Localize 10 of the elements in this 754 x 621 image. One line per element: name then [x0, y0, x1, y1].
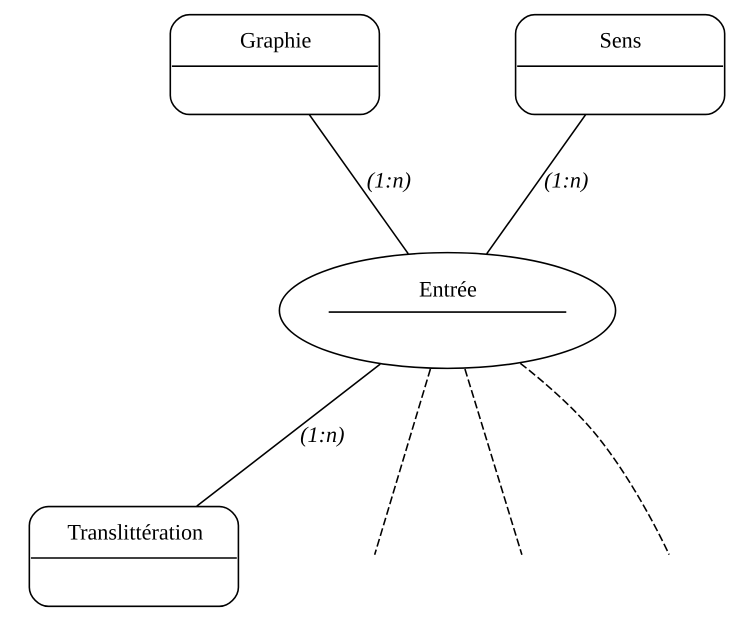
- connector: [520, 362, 670, 555]
- node-ellipse: Entrée: [278, 252, 616, 370]
- connector: [196, 364, 381, 507]
- edge-label: (1:n): [544, 168, 588, 193]
- connector: [464, 368, 523, 555]
- connector: [374, 368, 432, 555]
- edge-label: (1:n): [366, 168, 411, 193]
- edge-label: (1:n): [300, 422, 344, 447]
- connector: [308, 114, 409, 254]
- connector: [486, 114, 586, 254]
